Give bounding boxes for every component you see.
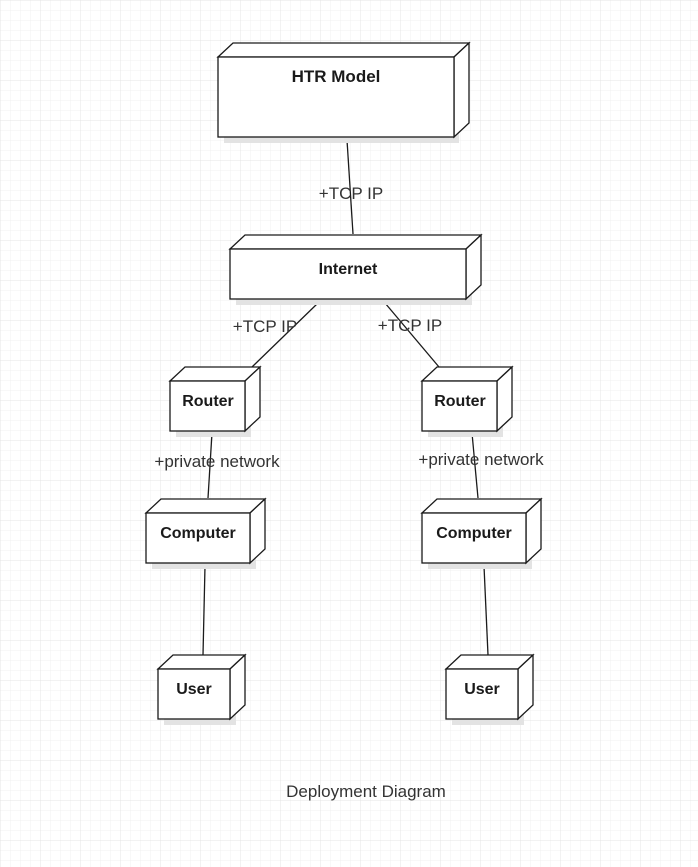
edge-label-router-computer-left: +private network [154, 452, 280, 471]
node-label-router-left: Router [182, 393, 234, 410]
edge-label-htr-internet: +TCP IP [319, 184, 383, 203]
node-label-htr-model: HTR Model [292, 67, 381, 86]
node-label-user-left: User [176, 681, 212, 698]
edge-router-computer-left[interactable] [207, 432, 213, 499]
diagram-caption: Deployment Diagram [286, 782, 446, 801]
edge-internet-router-left[interactable] [251, 302, 319, 368]
edge-label-internet-router-left: +TCP IP [233, 317, 297, 336]
edge-internet-router-right[interactable] [384, 302, 440, 368]
node-label-internet: Internet [319, 261, 378, 278]
node-computer-left[interactable]: Computer [144, 497, 267, 569]
node-label-user-right: User [464, 681, 500, 698]
edge-computer-user-right[interactable] [483, 565, 489, 656]
node-internet[interactable]: Internet [228, 233, 483, 305]
node-htr-model[interactable]: HTR Model [216, 41, 471, 143]
connectors [202, 139, 489, 656]
edge-label-internet-router-right: +TCP IP [378, 316, 442, 335]
node-label-computer-left: Computer [160, 525, 236, 542]
edge-computer-user-left[interactable] [202, 565, 206, 656]
node-user-left[interactable]: User [156, 653, 247, 725]
node-label-router-right: Router [434, 393, 486, 410]
node-router-left[interactable]: Router [168, 365, 262, 437]
node-user-right[interactable]: User [444, 653, 535, 725]
node-label-computer-right: Computer [436, 525, 512, 542]
node-router-right[interactable]: Router [420, 365, 514, 437]
edge-htr-internet[interactable] [346, 139, 354, 235]
node-computer-right[interactable]: Computer [420, 497, 543, 569]
edge-label-router-computer-right: +private network [418, 450, 544, 469]
edge-router-computer-right[interactable] [471, 432, 479, 499]
